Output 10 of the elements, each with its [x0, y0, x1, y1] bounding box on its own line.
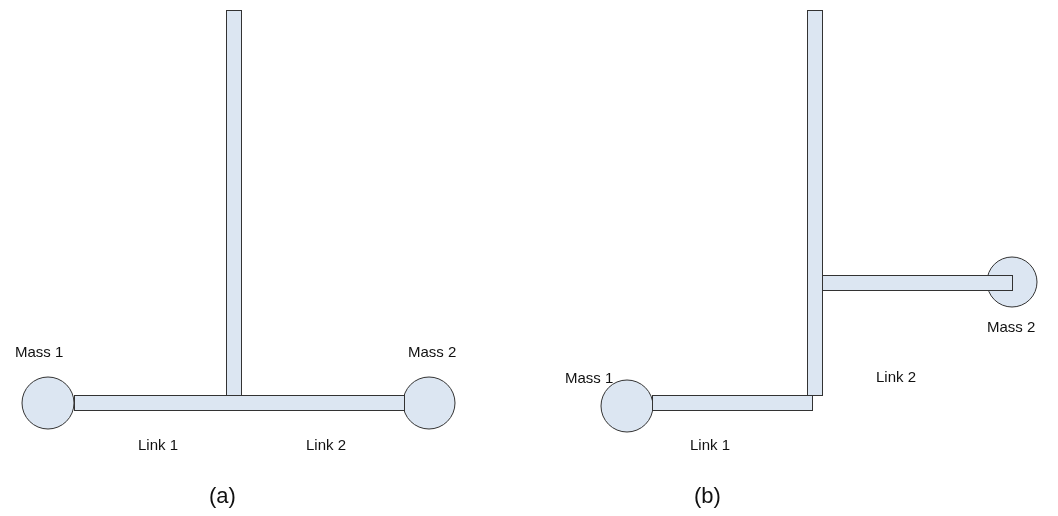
link-label: Link 1 [138, 436, 179, 454]
link-label: Link 2 [306, 436, 347, 454]
panel-label: (a) [209, 483, 236, 509]
link-label: Link 1 [690, 436, 731, 454]
mass-label: Mass 2 [987, 318, 1036, 336]
mass-label: Mass 2 [408, 343, 457, 361]
mass-label: Mass 1 [565, 369, 614, 387]
link-label: Link 2 [876, 368, 917, 386]
mass-label: Mass 1 [15, 343, 64, 361]
panel-label: (b) [694, 483, 721, 509]
